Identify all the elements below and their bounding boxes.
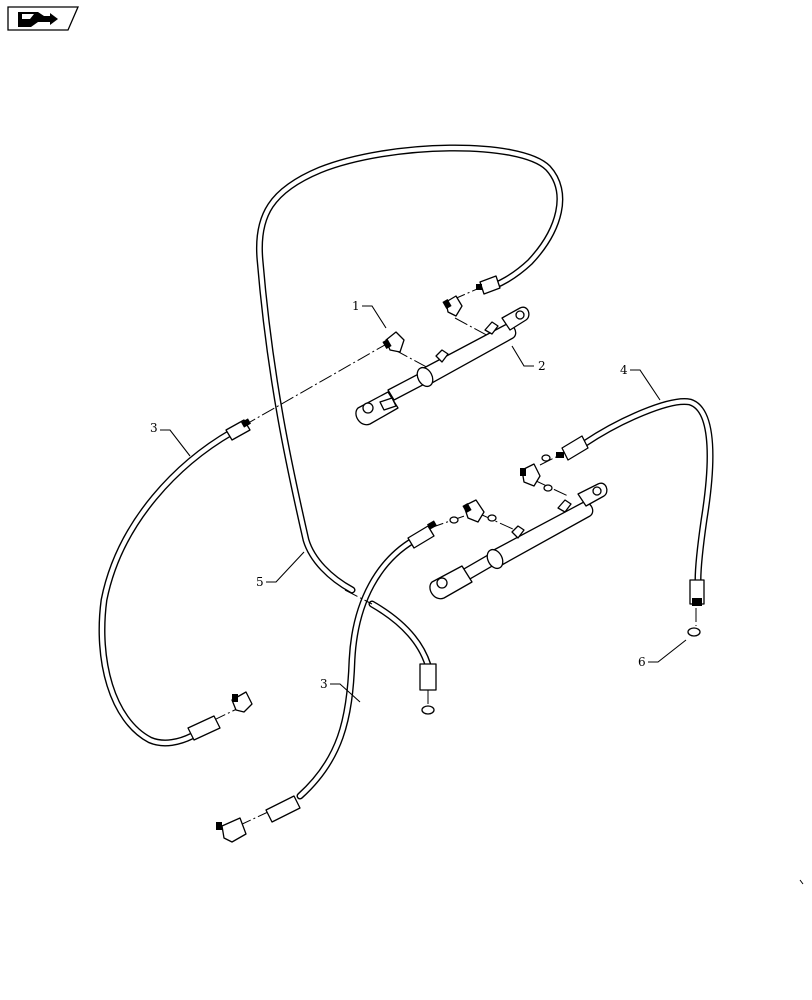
hose-5-lower (368, 600, 432, 669)
o-ring-6 (687, 627, 701, 637)
callout-6: 6 (638, 639, 687, 669)
hose-3-center-upper-fitting (407, 520, 437, 549)
callout-4: 4 (620, 363, 661, 401)
hose-4-lower-fitting (689, 579, 705, 606)
fittings (187, 275, 705, 843)
elbow-fitting-upper-rear (442, 295, 463, 317)
elbow-fitting-right (520, 454, 553, 492)
svg-text:4: 4 (620, 363, 628, 377)
hose-4-upper-fitting (556, 435, 589, 461)
hose-4 (580, 398, 714, 584)
callout-3-left: 3 (150, 421, 191, 457)
elbow-fitting-1 (382, 331, 405, 353)
hose-5-end-fitting-upper (476, 275, 501, 295)
callout-2: 2 (511, 345, 546, 373)
callout-3-center: 3 (320, 677, 361, 703)
next-page-button[interactable] (7, 6, 79, 31)
svg-text:2: 2 (538, 359, 546, 373)
hose-3-left-upper-fitting (225, 418, 251, 441)
hose-3-left-lower-fitting (187, 691, 253, 741)
svg-text:1: 1 (352, 299, 360, 313)
hose-5-lower-fitting (419, 663, 437, 715)
elbow-fitting-center (449, 499, 497, 524)
callout-5: 5 (256, 551, 305, 589)
svg-text:3: 3 (150, 421, 158, 435)
corner-mark (799, 879, 804, 885)
callout-1: 1 (352, 299, 387, 329)
svg-text:3: 3 (320, 677, 328, 691)
svg-text:5: 5 (256, 575, 264, 589)
callouts: 1 2 3 3 4 5 6 (150, 299, 687, 703)
hose-3-left (98, 428, 236, 747)
hose-3-center-bottom-fitting (216, 795, 301, 843)
next-page-arrow-icon (18, 12, 58, 27)
hydraulic-cylinder-lower (429, 482, 608, 600)
svg-text:6: 6 (638, 655, 646, 669)
hose-3-center (296, 536, 418, 800)
hydraulic-cylinder-upper (355, 306, 530, 426)
hose-5 (255, 144, 564, 594)
